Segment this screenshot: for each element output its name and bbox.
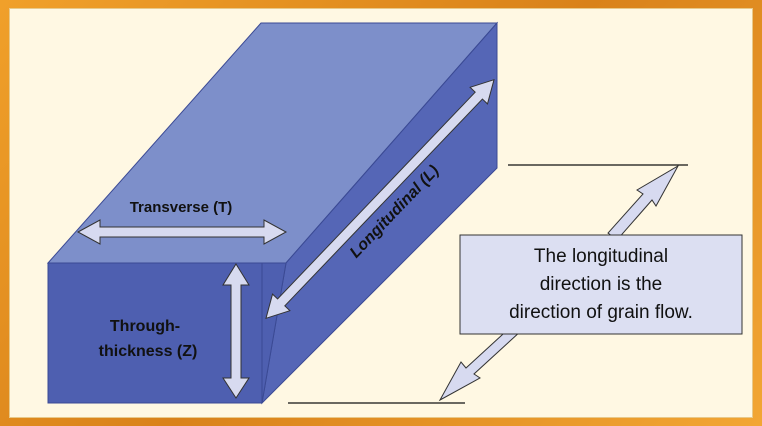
callout-line2: direction is the — [540, 274, 663, 295]
callout-box — [459, 234, 743, 335]
transverse-arrow — [76, 219, 288, 245]
transverse-label: Transverse (T) — [130, 199, 233, 216]
through-thickness-arrow — [222, 263, 250, 399]
callout-line3: direction of grain flow. — [509, 302, 693, 323]
callout-upper-arrow — [607, 164, 680, 241]
through-thickness-label-line2: thickness (Z) — [99, 343, 198, 360]
callout-lower-arrow — [438, 323, 523, 402]
callout-line1: The longitudinal — [534, 246, 668, 267]
through-thickness-label-line1: Through- — [110, 318, 180, 335]
longitudinal-arrow — [265, 78, 495, 320]
